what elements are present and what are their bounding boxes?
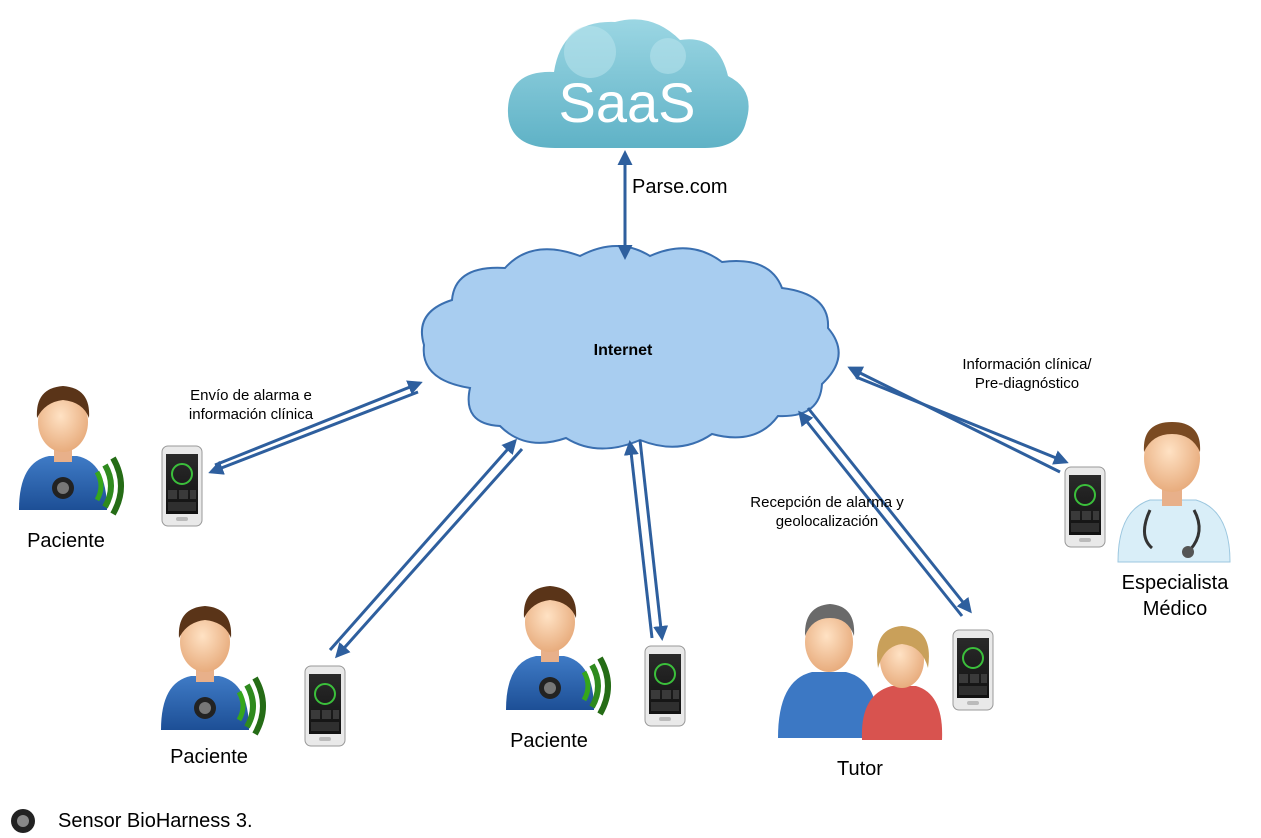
- smartphone-1-icon: [161, 445, 203, 527]
- patient-2-icon: [161, 606, 263, 734]
- smartphone-2-icon: [304, 665, 346, 747]
- smartphone-3-icon: [644, 645, 686, 727]
- tutor-label: Tutor: [837, 758, 883, 780]
- tutor-link-line-2: geolocalización: [775, 513, 879, 530]
- doctor-label: Especialista Médico: [1122, 570, 1229, 622]
- arrow-tutor-a: [798, 410, 964, 617]
- patient-3-icon: [506, 586, 608, 714]
- smartphone-tutor-icon: [952, 629, 994, 711]
- arrow-patient2-b: [335, 448, 524, 659]
- internet-cloud-icon: [420, 245, 840, 450]
- doctor-link-label: Información clínica/ Pre-diagnóstico: [962, 355, 1091, 393]
- arrow-patient2-a: [328, 438, 517, 651]
- doctor-icon: [1117, 422, 1231, 563]
- patient-1-label: Paciente: [27, 530, 105, 552]
- arrow-patient1-b: [208, 390, 419, 475]
- arrow-tutor-b: [806, 407, 972, 614]
- patient-1-icon: [19, 386, 121, 514]
- patient-link-line-2: información clínica: [188, 406, 314, 423]
- doctor-label-line-2: Médico: [1142, 598, 1208, 620]
- arrow-doctor-b: [855, 375, 1069, 465]
- patient-link-line-1: Envío de alarma e: [190, 387, 312, 404]
- tutor-icon: [778, 604, 943, 740]
- arrow-patient3-a: [623, 440, 654, 639]
- doctor-link-line-1: Información clínica/: [962, 356, 1092, 373]
- arrow-patient1-a: [214, 380, 423, 467]
- tutor-link-label: Recepción de alarma y geolocalización: [750, 493, 903, 531]
- tutor-link-line-1: Recepción de alarma y: [750, 494, 904, 511]
- doctor-label-line-1: Especialista: [1121, 572, 1229, 594]
- sensor-icon: [11, 809, 35, 833]
- patient-3-label: Paciente: [510, 730, 588, 752]
- arrow-doctor-a: [847, 366, 1061, 474]
- saas-label: SaaS: [559, 71, 696, 134]
- patient-link-label: Envío de alarma e información clínica: [189, 386, 313, 424]
- smartphone-doctor-icon: [1064, 466, 1106, 548]
- parse-com-label: Parse.com: [632, 176, 728, 198]
- saas-cloud-icon: [507, 19, 749, 148]
- arrow-patient3-b: [638, 439, 669, 641]
- doctor-link-line-2: Pre-diagnóstico: [974, 375, 1080, 392]
- legend-label: Sensor BioHarness 3.: [58, 810, 253, 832]
- patient-2-label: Paciente: [170, 746, 248, 768]
- internet-label: Internet: [594, 342, 653, 359]
